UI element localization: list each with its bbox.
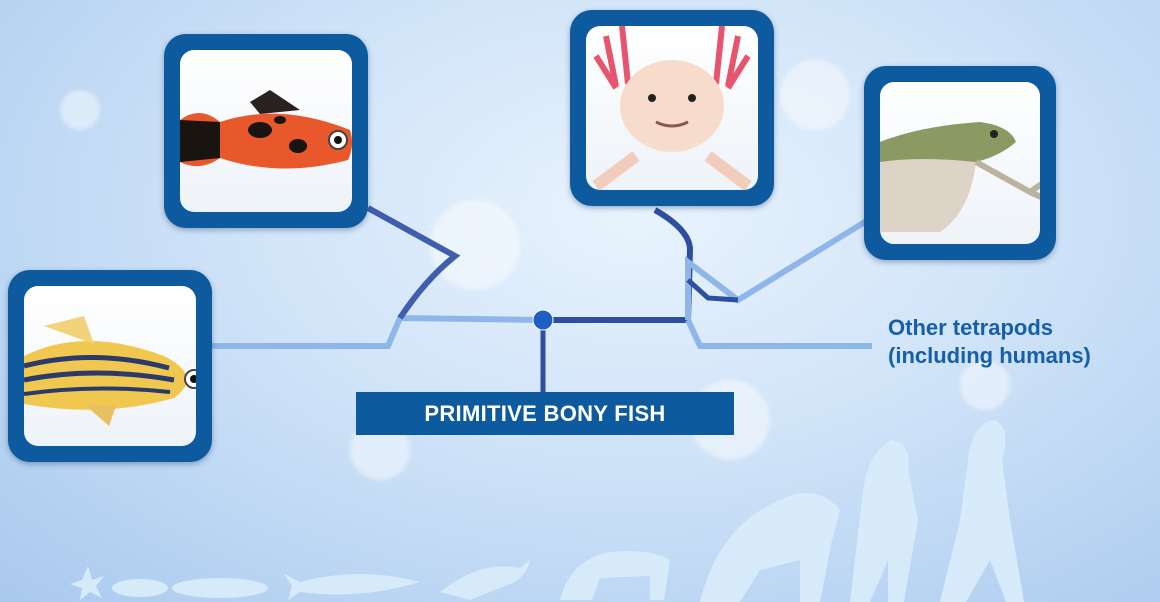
quadruped-silhouette bbox=[560, 551, 670, 600]
flatfish-silhouette bbox=[112, 579, 168, 597]
fish-silhouette-1 bbox=[172, 578, 268, 598]
hominid-silhouette bbox=[850, 440, 918, 602]
starfish-silhouette bbox=[70, 566, 104, 600]
fish-silhouette-2 bbox=[284, 574, 420, 600]
ape-silhouette bbox=[700, 493, 840, 602]
amphibian-silhouette bbox=[440, 560, 530, 600]
human-silhouette bbox=[940, 420, 1024, 602]
